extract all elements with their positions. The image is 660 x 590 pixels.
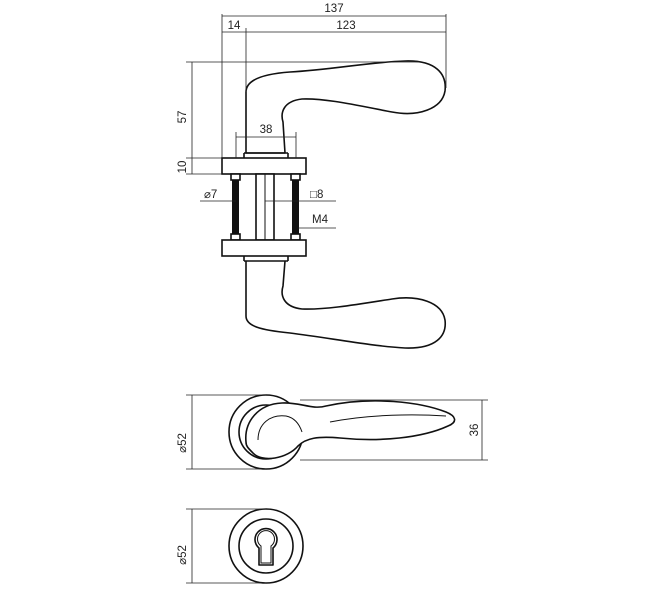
upper-lever xyxy=(245,60,446,154)
bolt-left xyxy=(232,180,239,234)
upper-rose xyxy=(221,157,307,175)
escutcheon-outer xyxy=(228,508,304,584)
dim-rose-offset: 14 xyxy=(228,20,241,32)
dim-rose-thickness: 10 xyxy=(177,161,189,174)
front-lever xyxy=(245,400,456,460)
dim-spindle-square: □8 xyxy=(310,189,323,201)
escutcheon-inner xyxy=(238,518,294,574)
nut-bottom-right xyxy=(290,233,301,241)
dim-bolt-diameter: ⌀7 xyxy=(204,189,217,201)
dim-lever-projection: 36 xyxy=(469,424,481,437)
side-view: 137 14 123 57 10 38 ⌀7 □8 M4 xyxy=(177,3,447,349)
dim-rose-diameter-top: ⌀52 xyxy=(177,433,189,453)
dim-spindle-spacing: 38 xyxy=(260,124,273,136)
escutcheon-view: ⌀52 xyxy=(177,508,304,584)
lower-lever xyxy=(245,260,446,349)
front-view: ⌀52 36 xyxy=(177,394,488,470)
dim-rose-diameter-bottom: ⌀52 xyxy=(177,545,189,565)
dim-lever-height: 57 xyxy=(177,111,189,124)
nut-bottom-left xyxy=(230,233,241,241)
dim-thread: M4 xyxy=(312,214,329,226)
dim-total-length: 137 xyxy=(324,3,343,15)
dim-lever-length: 123 xyxy=(336,20,355,32)
bolt-right xyxy=(292,180,299,234)
lower-rose xyxy=(221,239,307,257)
cylinder-hole xyxy=(254,527,278,566)
nut-top-left xyxy=(230,173,241,181)
nut-top-right xyxy=(290,173,301,181)
